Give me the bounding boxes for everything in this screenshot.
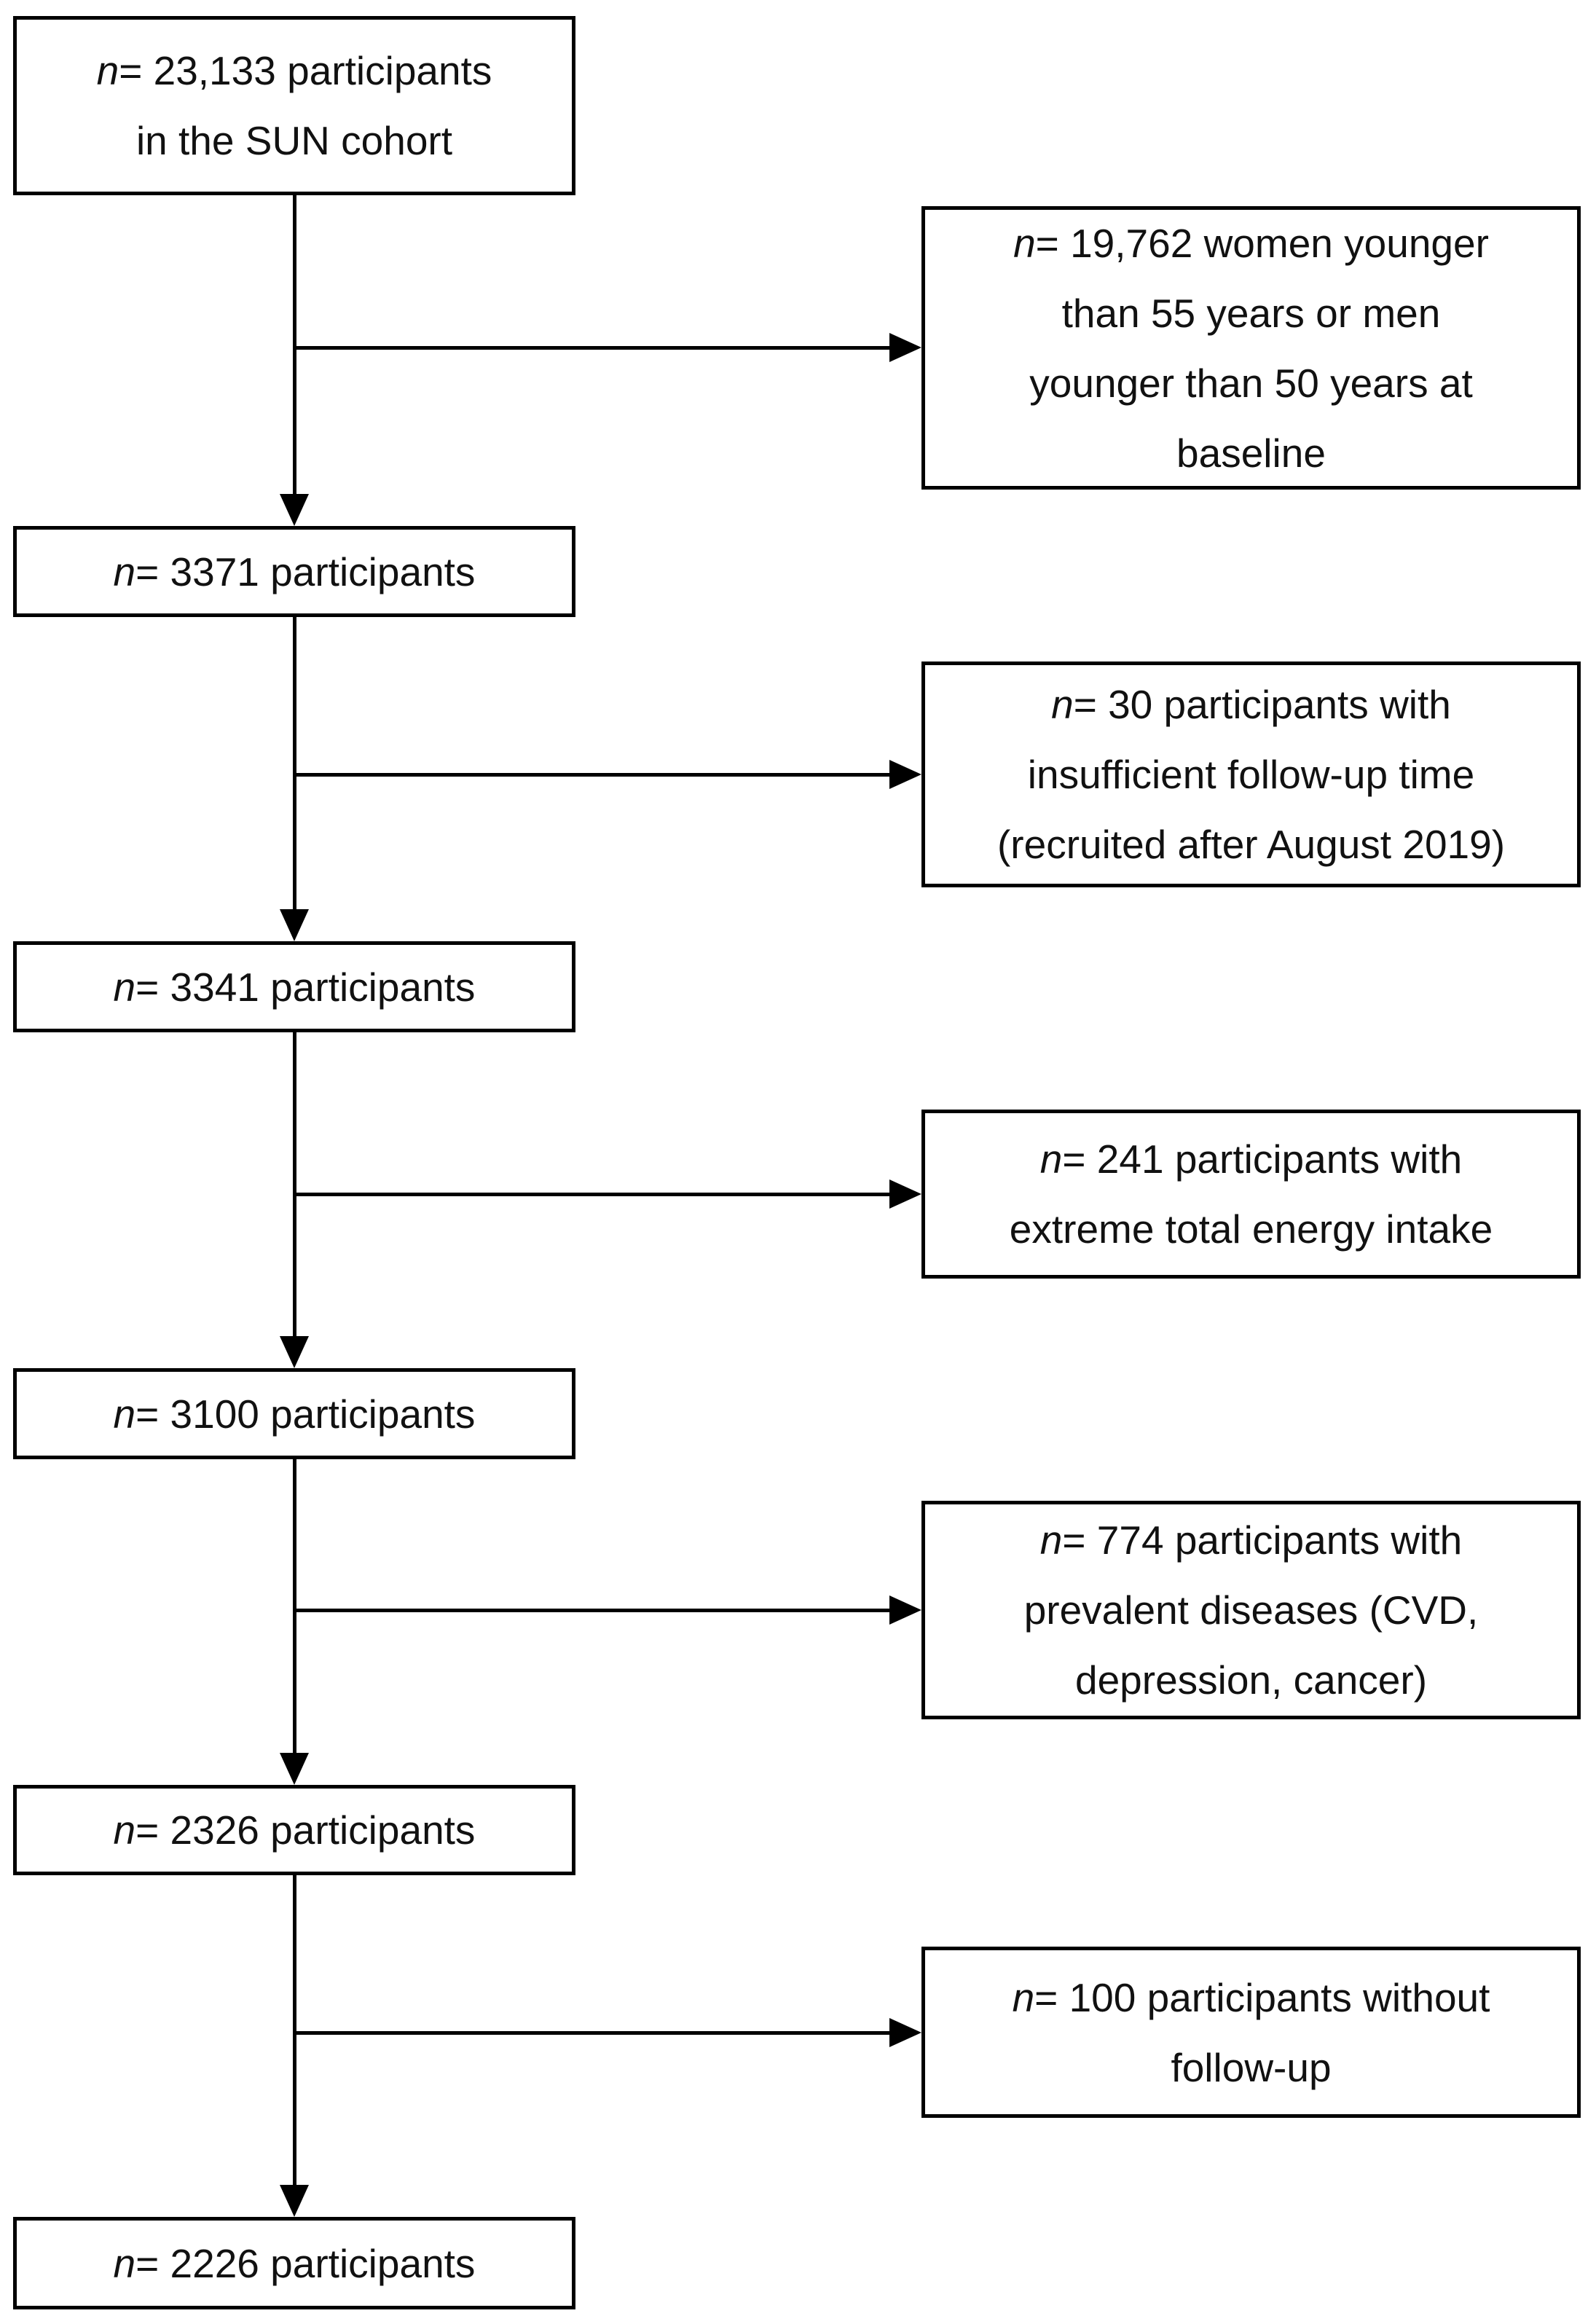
box-participants-3371: n= 3371 participants (13, 526, 575, 617)
n-symbol: n (113, 964, 136, 1010)
right-arrowhead-icon-3 (889, 1179, 921, 1209)
down-arrowhead-icon-2 (280, 909, 309, 941)
box-text: n= 241 participants with extreme total e… (1010, 1124, 1493, 1264)
n-symbol: n (1051, 682, 1074, 727)
box-excluded-19762-age: n= 19,762 women younger than 55 years or… (921, 206, 1581, 490)
box-text: n= 23,133 participants in the SUN cohort (97, 36, 492, 176)
down-arrow-line-4 (293, 1459, 296, 1753)
box-label: = 3371 participants (135, 549, 476, 594)
n-symbol: n (113, 549, 136, 594)
box-label: = 19,762 women younger than 55 years or … (1029, 220, 1489, 476)
box-label: = 100 participants without follow-up (1034, 1974, 1490, 2090)
box-excluded-100-no-followup: n= 100 participants without follow-up (921, 1947, 1581, 2118)
right-arrow-line-2 (294, 773, 889, 777)
n-symbol: n (113, 2240, 136, 2286)
n-symbol: n (1039, 1518, 1063, 1563)
n-symbol: n (1012, 1974, 1035, 2020)
down-arrow-line-5 (293, 1874, 296, 2185)
down-arrow-line-1 (293, 195, 296, 494)
down-arrowhead-icon-5 (280, 2185, 309, 2217)
right-arrow-line-4 (294, 1609, 889, 1612)
box-excluded-241-energy-intake: n= 241 participants with extreme total e… (921, 1110, 1581, 1279)
box-text: n= 3341 participants (114, 952, 476, 1022)
right-arrow-line-1 (294, 346, 889, 350)
box-label: = 30 participants with insufficient foll… (996, 682, 1506, 867)
box-participants-2326: n= 2326 participants (13, 1785, 575, 1875)
box-label: = 241 participants with extreme total en… (1009, 1137, 1493, 1252)
box-text: n= 100 participants without follow-up (1013, 1963, 1490, 2103)
n-symbol: n (113, 1807, 136, 1853)
box-label: = 2226 participants (135, 2240, 476, 2286)
right-arrow-line-3 (294, 1193, 889, 1196)
box-excluded-774-prevalent-diseases: n= 774 participants with prevalent disea… (921, 1501, 1581, 1719)
box-participants-3341: n= 3341 participants (13, 941, 575, 1032)
box-label: = 3341 participants (135, 964, 476, 1010)
box-label: = 23,133 participants in the SUN cohort (119, 48, 492, 163)
down-arrowhead-icon-4 (280, 1753, 309, 1785)
right-arrowhead-icon-4 (889, 1595, 921, 1625)
box-label: = 774 participants with prevalent diseas… (1023, 1518, 1479, 1703)
right-arrowhead-icon-5 (889, 2018, 921, 2047)
right-arrow-line-5 (294, 2031, 889, 2035)
box-text: n= 30 participants with insufficient fol… (997, 670, 1505, 879)
n-symbol: n (1039, 1137, 1063, 1182)
box-participants-3100: n= 3100 participants (13, 1368, 575, 1459)
right-arrowhead-icon-1 (889, 333, 921, 362)
box-text: n= 774 participants with prevalent disea… (1024, 1505, 1479, 1715)
box-text: n= 3100 participants (114, 1379, 476, 1449)
down-arrow-line-2 (293, 617, 296, 909)
box-text: n= 2226 participants (114, 2229, 476, 2299)
box-excluded-30-followup-time: n= 30 participants with insufficient fol… (921, 662, 1581, 887)
box-text: n= 3371 participants (114, 537, 476, 607)
n-symbol: n (113, 1391, 136, 1437)
box-label: = 3100 participants (135, 1391, 476, 1437)
box-text: n= 19,762 women younger than 55 years or… (1013, 208, 1489, 488)
n-symbol: n (1013, 220, 1036, 266)
box-label: = 2326 participants (135, 1807, 476, 1853)
n-symbol: n (96, 48, 119, 93)
down-arrow-line-3 (293, 1032, 296, 1336)
box-sun-cohort-23133: n= 23,133 participants in the SUN cohort (13, 16, 575, 195)
box-participants-2226: n= 2226 participants (13, 2217, 575, 2309)
down-arrowhead-icon-1 (280, 494, 309, 526)
right-arrowhead-icon-2 (889, 760, 921, 789)
box-text: n= 2326 participants (114, 1795, 476, 1865)
down-arrowhead-icon-3 (280, 1336, 309, 1368)
